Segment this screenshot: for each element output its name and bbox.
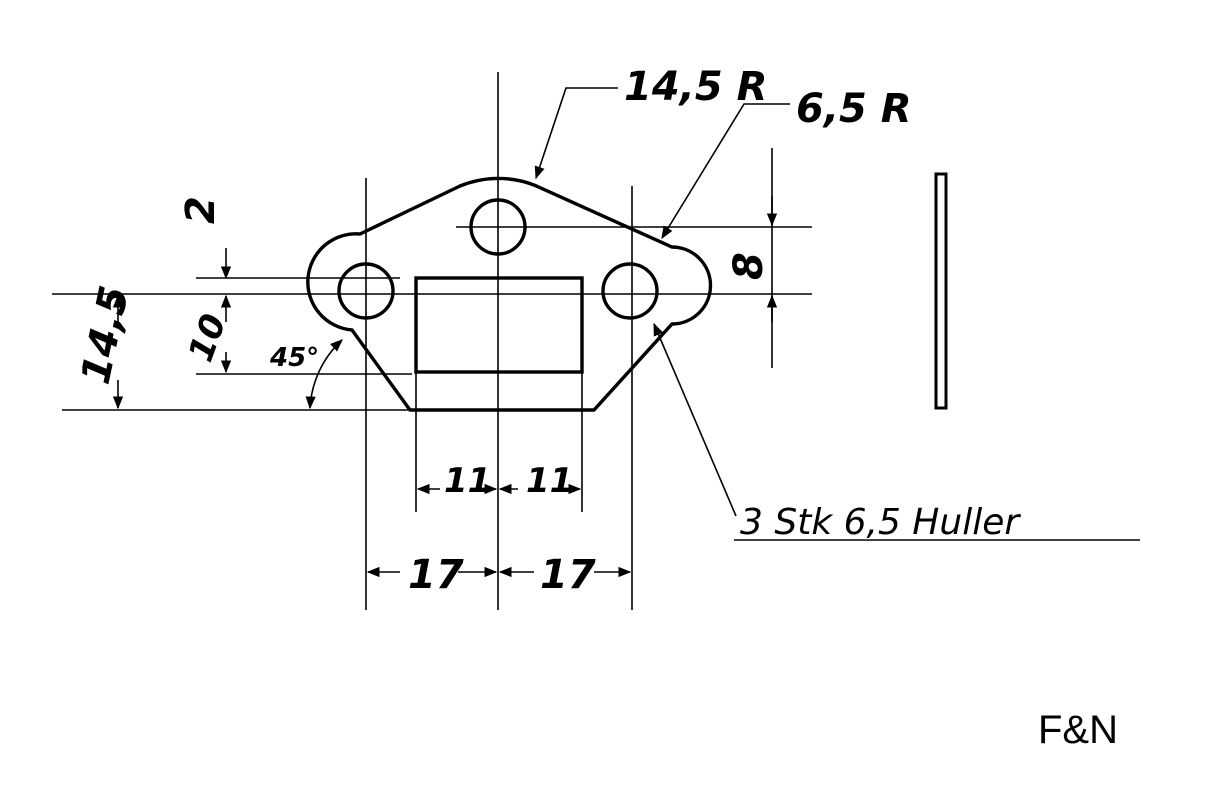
label-slot-half-right: 11 (526, 461, 573, 501)
flange-plate (306, 176, 713, 412)
label-hole-radius: 6,5 R (796, 86, 912, 132)
label-right-offset: 8 (726, 252, 772, 280)
label-slot-half-left: 11 (444, 461, 491, 501)
label-top-offset: 2 (178, 196, 224, 224)
label-hole-half-left: 17 (408, 552, 464, 598)
plate-outline (306, 176, 713, 412)
hole-top (469, 198, 527, 256)
hole-left (337, 262, 395, 320)
center-slot (414, 276, 584, 374)
hole-right (601, 262, 659, 320)
label-angle: 45° (269, 343, 319, 373)
dimension-arrows (112, 87, 1140, 578)
construction-lines (52, 72, 812, 610)
side-view (934, 172, 948, 410)
label-holes-note: 3 Stk 6,5 Huller (740, 502, 1021, 543)
label-outer-radius: 14,5 R (624, 64, 767, 110)
label-hole-half-right: 17 (540, 552, 596, 598)
brand-mark: F&N (1038, 708, 1118, 752)
label-left-height: 14,5 (73, 282, 139, 388)
